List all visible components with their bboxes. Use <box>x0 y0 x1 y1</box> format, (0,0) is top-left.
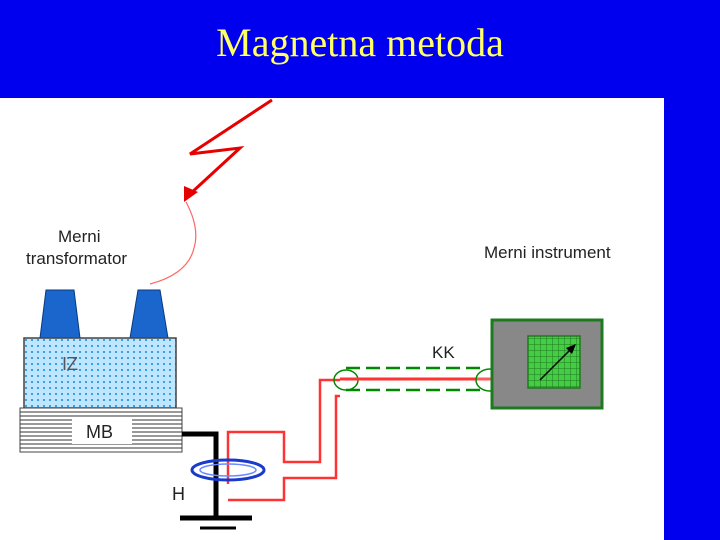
signal-curve <box>149 201 197 285</box>
ground-conductor <box>180 431 252 530</box>
cable-label: KK <box>432 343 455 362</box>
diagram-panel: Merni transformator Merni instrument KK … <box>0 98 664 540</box>
slide-title: Magnetna metoda <box>0 0 720 98</box>
transformer-label-line2: transformator <box>26 249 127 268</box>
instrument-label: Merni instrument <box>484 243 611 262</box>
transformer-label-line1: Merni <box>58 227 101 246</box>
bushing-left <box>39 289 81 339</box>
bushing-right <box>129 289 169 339</box>
lightning-bolt <box>184 98 273 202</box>
ground-label: H <box>172 484 185 504</box>
diagram-svg: Merni transformator Merni instrument KK … <box>19 98 611 530</box>
coax-cable <box>333 366 505 392</box>
tank-label: MB <box>86 422 113 442</box>
insulation-block <box>23 337 177 409</box>
metal-base <box>19 407 183 453</box>
insulation-label: IZ <box>62 354 78 374</box>
current-transformer-ring <box>190 458 266 482</box>
measurement-wire <box>226 378 340 502</box>
measuring-instrument <box>490 318 604 410</box>
